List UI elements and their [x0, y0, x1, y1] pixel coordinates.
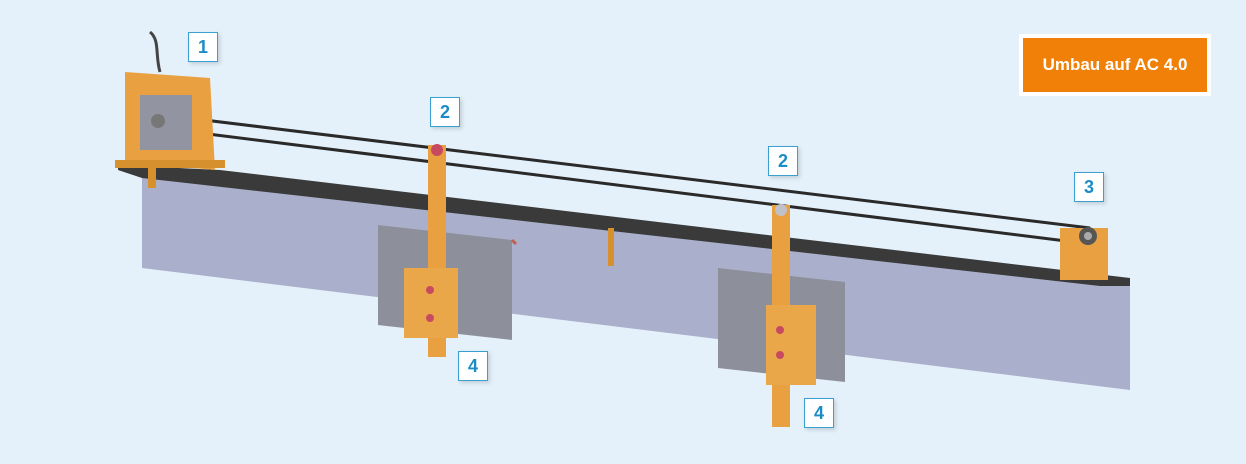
upgrade-badge: Umbau auf AC 4.0 — [1019, 34, 1211, 96]
rail-top-edge — [118, 165, 1130, 286]
upgrade-badge-label: Umbau auf AC 4.0 — [1023, 38, 1207, 92]
callout-3-pulley: 3 — [1074, 172, 1104, 202]
hanger-plate-left — [404, 268, 458, 338]
callout-4-hanger-right: 4 — [804, 398, 834, 428]
motor-bracket — [115, 160, 225, 168]
hanger-plate-right — [766, 305, 816, 385]
cable — [148, 30, 162, 73]
callout-2-clamp-right: 2 — [768, 146, 798, 176]
belt-lower — [159, 126, 1091, 246]
callout-1-drive: 1 — [188, 32, 218, 62]
belt-upper — [154, 112, 1091, 230]
rail-beam — [142, 176, 1130, 390]
motor-plate — [140, 95, 192, 150]
belt-clamp-left — [431, 144, 443, 156]
drive-pulley — [151, 114, 165, 128]
belt-clamp-right — [775, 204, 787, 216]
rail-bracket — [608, 228, 614, 266]
callout-2-clamp-left: 2 — [430, 97, 460, 127]
callout-4-hanger-left: 4 — [458, 351, 488, 381]
